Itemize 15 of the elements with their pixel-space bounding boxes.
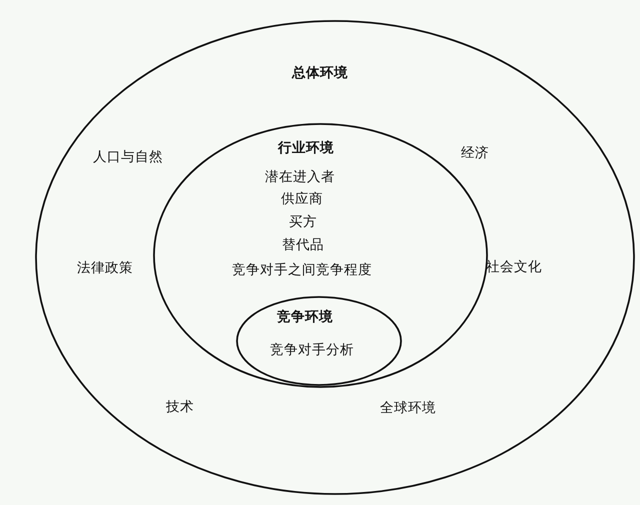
zone-item: 技术 [166,398,194,416]
zone-item: 竞争对手之间竞争程度 [232,262,372,278]
zone-item: 竞争对手分析 [270,342,354,358]
zone-item: 经济 [461,144,489,162]
zone-item: 替代品 [282,236,324,254]
zone-title: 行业环境 [278,140,334,156]
zone-item: 社会文化 [486,258,542,276]
zone-item: 全球环境 [380,400,436,416]
zone-item: 法律政策 [77,260,133,276]
zone-item: 买方 [289,214,317,230]
zone-title: 总体环境 [292,64,348,82]
zone-item: 人口与自然 [93,148,163,166]
zone-item: 供应商 [281,190,323,208]
zone-item: 潜在进入者 [265,168,335,186]
zone-title: 竞争环境 [277,308,333,326]
